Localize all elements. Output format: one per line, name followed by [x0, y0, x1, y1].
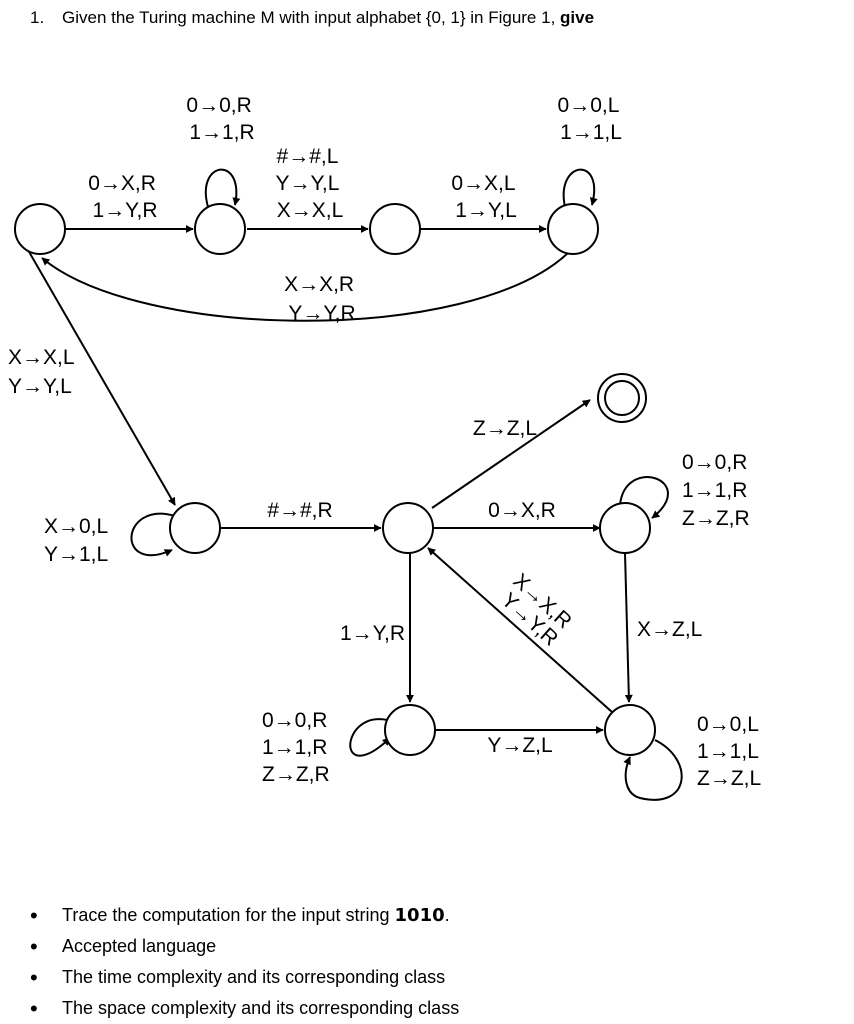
question-number: 1.	[30, 8, 45, 27]
label-q5-q7: 0→X,R	[488, 499, 556, 522]
edge-q9-loop	[623, 739, 683, 801]
label-q3-q0: X→X,R Y→Y,R	[284, 273, 360, 325]
label-q2-q3: 0→X,L 1→Y,L	[451, 172, 520, 222]
label-q7-q9: X→Z,L	[637, 618, 702, 641]
edge-q4-loop	[130, 512, 176, 557]
label-q8-q9: Y→Z,L	[487, 734, 552, 757]
edge-q7-loop	[619, 476, 669, 519]
edges	[27, 168, 683, 801]
state-q3	[547, 203, 599, 255]
state-q7	[599, 502, 651, 554]
label-q5-q6: Z→Z,L	[473, 417, 537, 440]
label-q8-loop: 0→0,R 1→1,R Z→Z,R	[262, 709, 333, 786]
edge-q1-loop	[205, 168, 241, 208]
state-q5	[382, 502, 434, 554]
edge-q7-q9	[624, 552, 633, 703]
task-list: Trace the computation for the input stri…	[30, 900, 459, 1024]
question-bold-word: give	[560, 8, 595, 27]
state-q1	[194, 203, 246, 255]
state-q4	[169, 502, 221, 554]
task-item-language: Accepted language	[30, 931, 459, 962]
edge-q3-loop	[562, 168, 598, 208]
label-q5-q8: 1→Y,R	[340, 622, 405, 645]
state-q0	[14, 203, 66, 255]
state-q8	[384, 704, 436, 756]
edge-q0-q4	[27, 249, 176, 506]
label-q1-q2: #→#,L Y→Y,L X→X,L	[276, 145, 345, 222]
states	[14, 203, 656, 756]
label-q4-q5: #→#,R	[267, 499, 332, 522]
question-text: Given the Turing machine M with input al…	[62, 8, 561, 27]
edge-q8-loop	[349, 718, 391, 757]
label-q9-q5: X→X,R Y→Y,R	[494, 569, 580, 653]
question-line: 1. Given the Turing machine M with input …	[30, 8, 594, 28]
state-q6-accept-inner	[604, 380, 640, 416]
label-q1-loop: 0→0,R 1→1,R	[186, 94, 257, 144]
label-q3-loop: 0→0,L 1→1,L	[558, 94, 625, 144]
task-item-trace: Trace the computation for the input stri…	[30, 900, 459, 931]
edge-q5-q6	[431, 399, 591, 509]
label-q0-q4: X→X,L Y→Y,L	[8, 346, 80, 398]
transition-labels: 0→0,R 1→1,R 0→0,L 1→1,L #→#,L Y→Y,L X→X,…	[8, 94, 764, 790]
label-q7-loop: 0→0,R 1→1,R Z→Z,R	[682, 451, 753, 530]
label-q0-q1: 0→X,R 1→Y,R	[88, 172, 162, 222]
edge-q3-q0	[41, 252, 569, 322]
task-item-space: The space complexity and its correspondi…	[30, 993, 459, 1024]
state-q2	[369, 203, 421, 255]
label-q9-loop: 0→0,L 1→1,L Z→Z,L	[697, 713, 764, 790]
state-q9	[604, 704, 656, 756]
task-item-time: The time complexity and its correspondin…	[30, 962, 459, 993]
label-q4-loop: X→0,L Y→1,L	[44, 515, 113, 566]
edge-q9-q5	[427, 547, 613, 713]
